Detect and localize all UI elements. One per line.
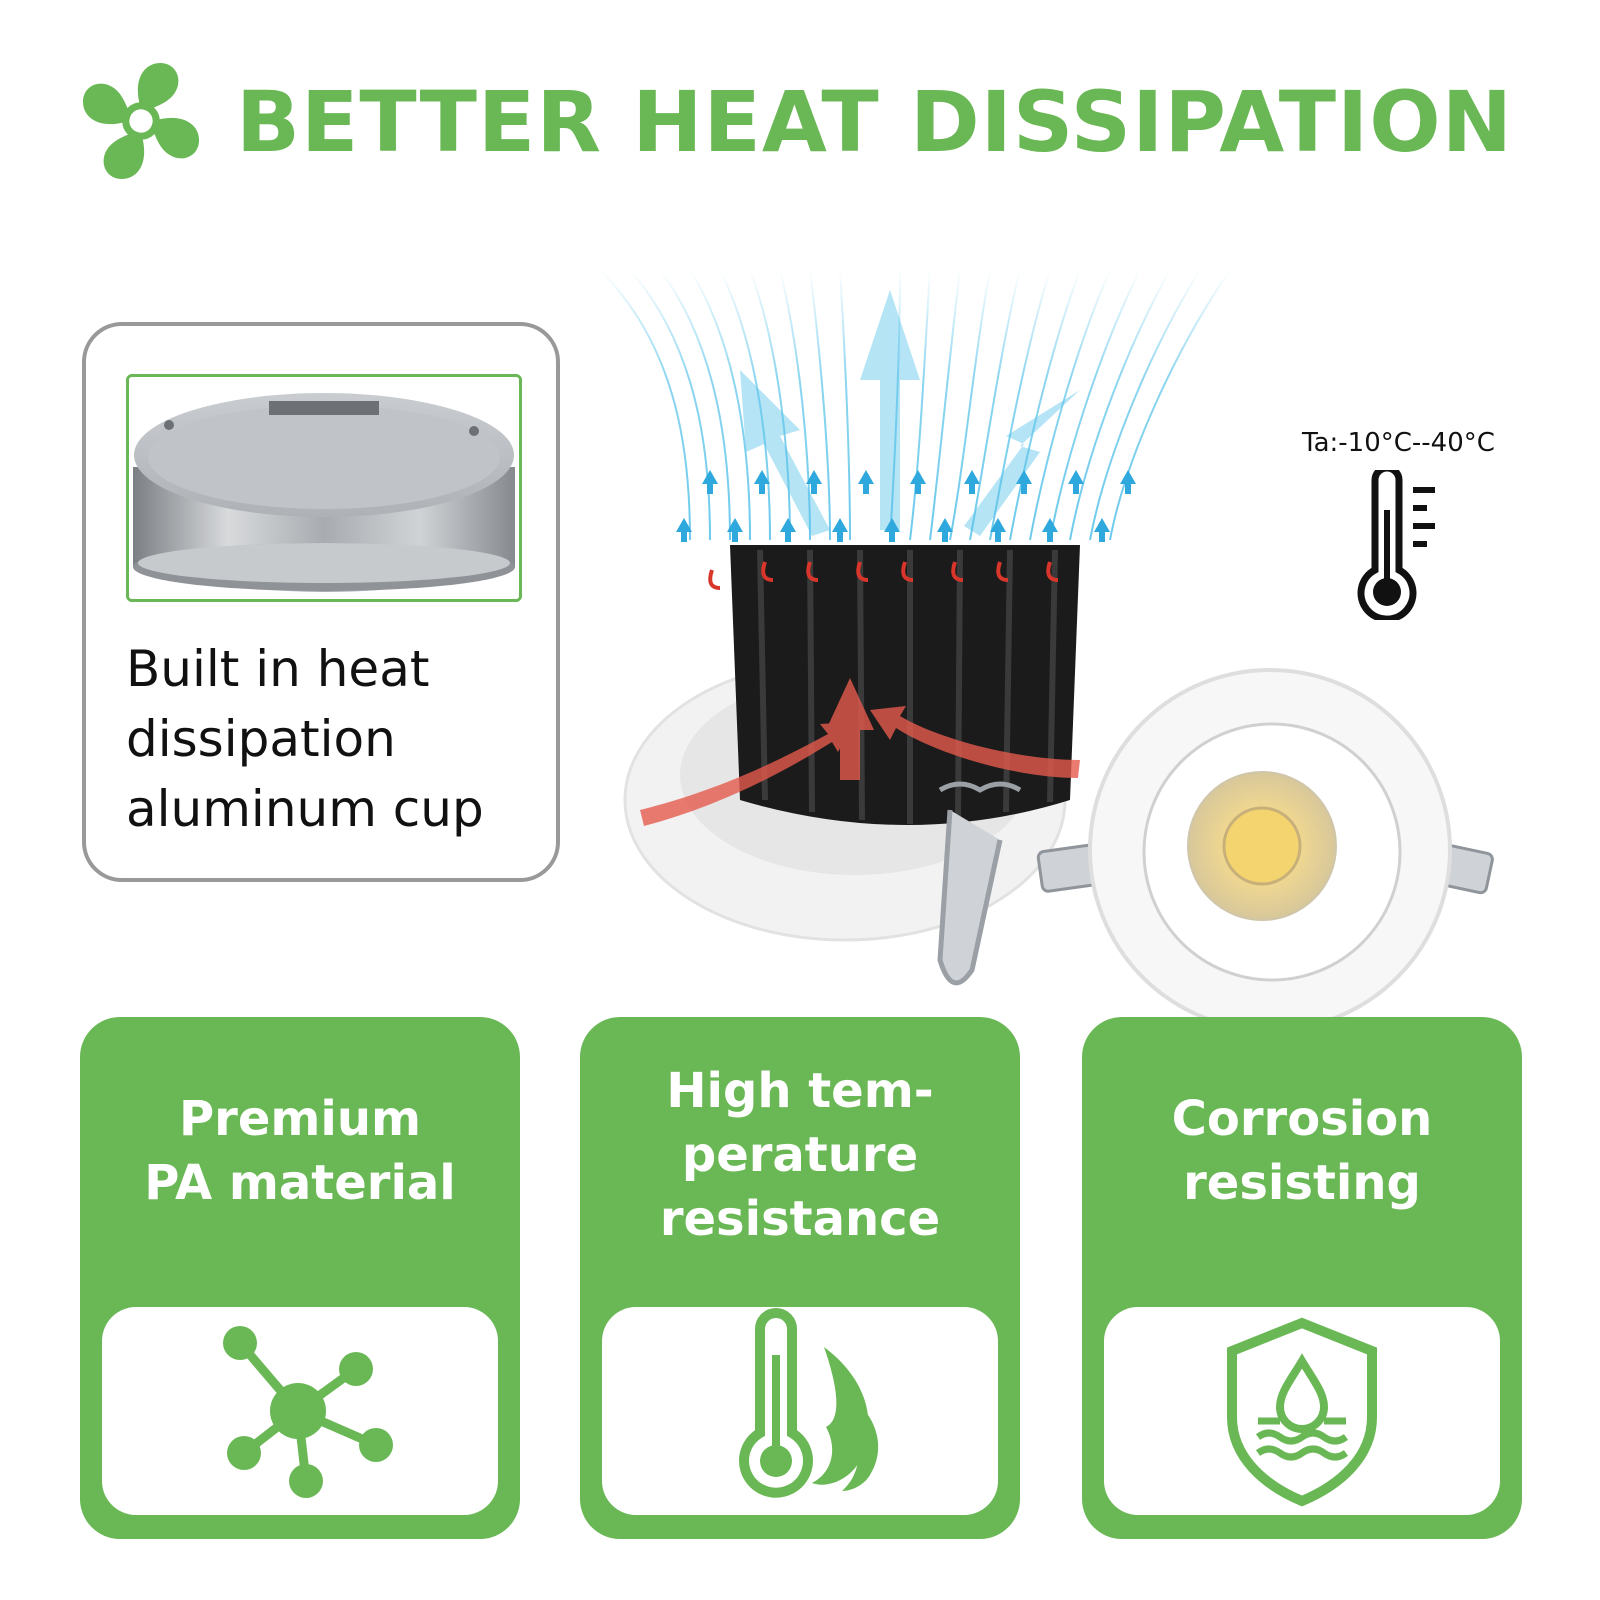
cup-caption-line: dissipation	[126, 710, 396, 768]
small-up-arrows	[676, 470, 1136, 542]
page-title: BETTER HEAT DISSIPATION	[236, 73, 1514, 171]
feature-card-pa-material: Premium PA material	[80, 1017, 520, 1539]
feature-icon-box	[1104, 1307, 1500, 1515]
feature-icon-box	[602, 1307, 998, 1515]
aluminum-cup-card: Built in heat dissipation aluminum cup	[82, 322, 560, 882]
water-shield-icon	[1227, 1317, 1377, 1507]
downlight-product-illustration	[600, 269, 1494, 1032]
cup-caption-line: Built in heat	[126, 640, 430, 698]
heat-arrows	[640, 678, 1080, 826]
aluminum-cup-photo	[126, 374, 522, 602]
molecule-icon	[223, 1326, 393, 1498]
thermometer-flame-icon	[739, 1308, 879, 1498]
airflow-arrows	[740, 290, 1080, 536]
feature-title: Premium PA material	[80, 1087, 520, 1215]
heat-curls	[708, 561, 1059, 590]
fan-icon	[82, 62, 200, 180]
feature-title-line: perature	[681, 1127, 919, 1183]
thermometer-icon	[1357, 470, 1435, 620]
front-downlight	[1036, 668, 1494, 1032]
aluminum-cup-caption: Built in heat dissipation aluminum cup	[126, 634, 546, 844]
feature-title: High tem- perature resistance	[580, 1059, 1020, 1251]
feature-title-line: Premium	[178, 1091, 422, 1147]
airflow-lines	[600, 269, 1231, 541]
header: BETTER HEAT DISSIPATION	[0, 0, 1600, 240]
feature-card-corrosion: Corrosion resisting	[1082, 1017, 1522, 1539]
feature-title-line: resistance	[659, 1191, 941, 1247]
feature-title-line: PA material	[144, 1155, 456, 1211]
feature-title-line: Corrosion	[1171, 1091, 1433, 1147]
feature-icon-box	[102, 1307, 498, 1515]
feature-title-line: resisting	[1183, 1155, 1421, 1211]
heatsink	[730, 545, 1080, 825]
temperature-range-label: Ta:-10°C--40°C	[1302, 428, 1495, 458]
cup-caption-line: aluminum cup	[126, 780, 484, 838]
feature-card-high-temperature: High tem- perature resistance	[580, 1017, 1020, 1539]
feature-title: Corrosion resisting	[1082, 1087, 1522, 1215]
feature-title-line: High tem-	[666, 1063, 934, 1119]
spring-clip	[937, 781, 1022, 986]
